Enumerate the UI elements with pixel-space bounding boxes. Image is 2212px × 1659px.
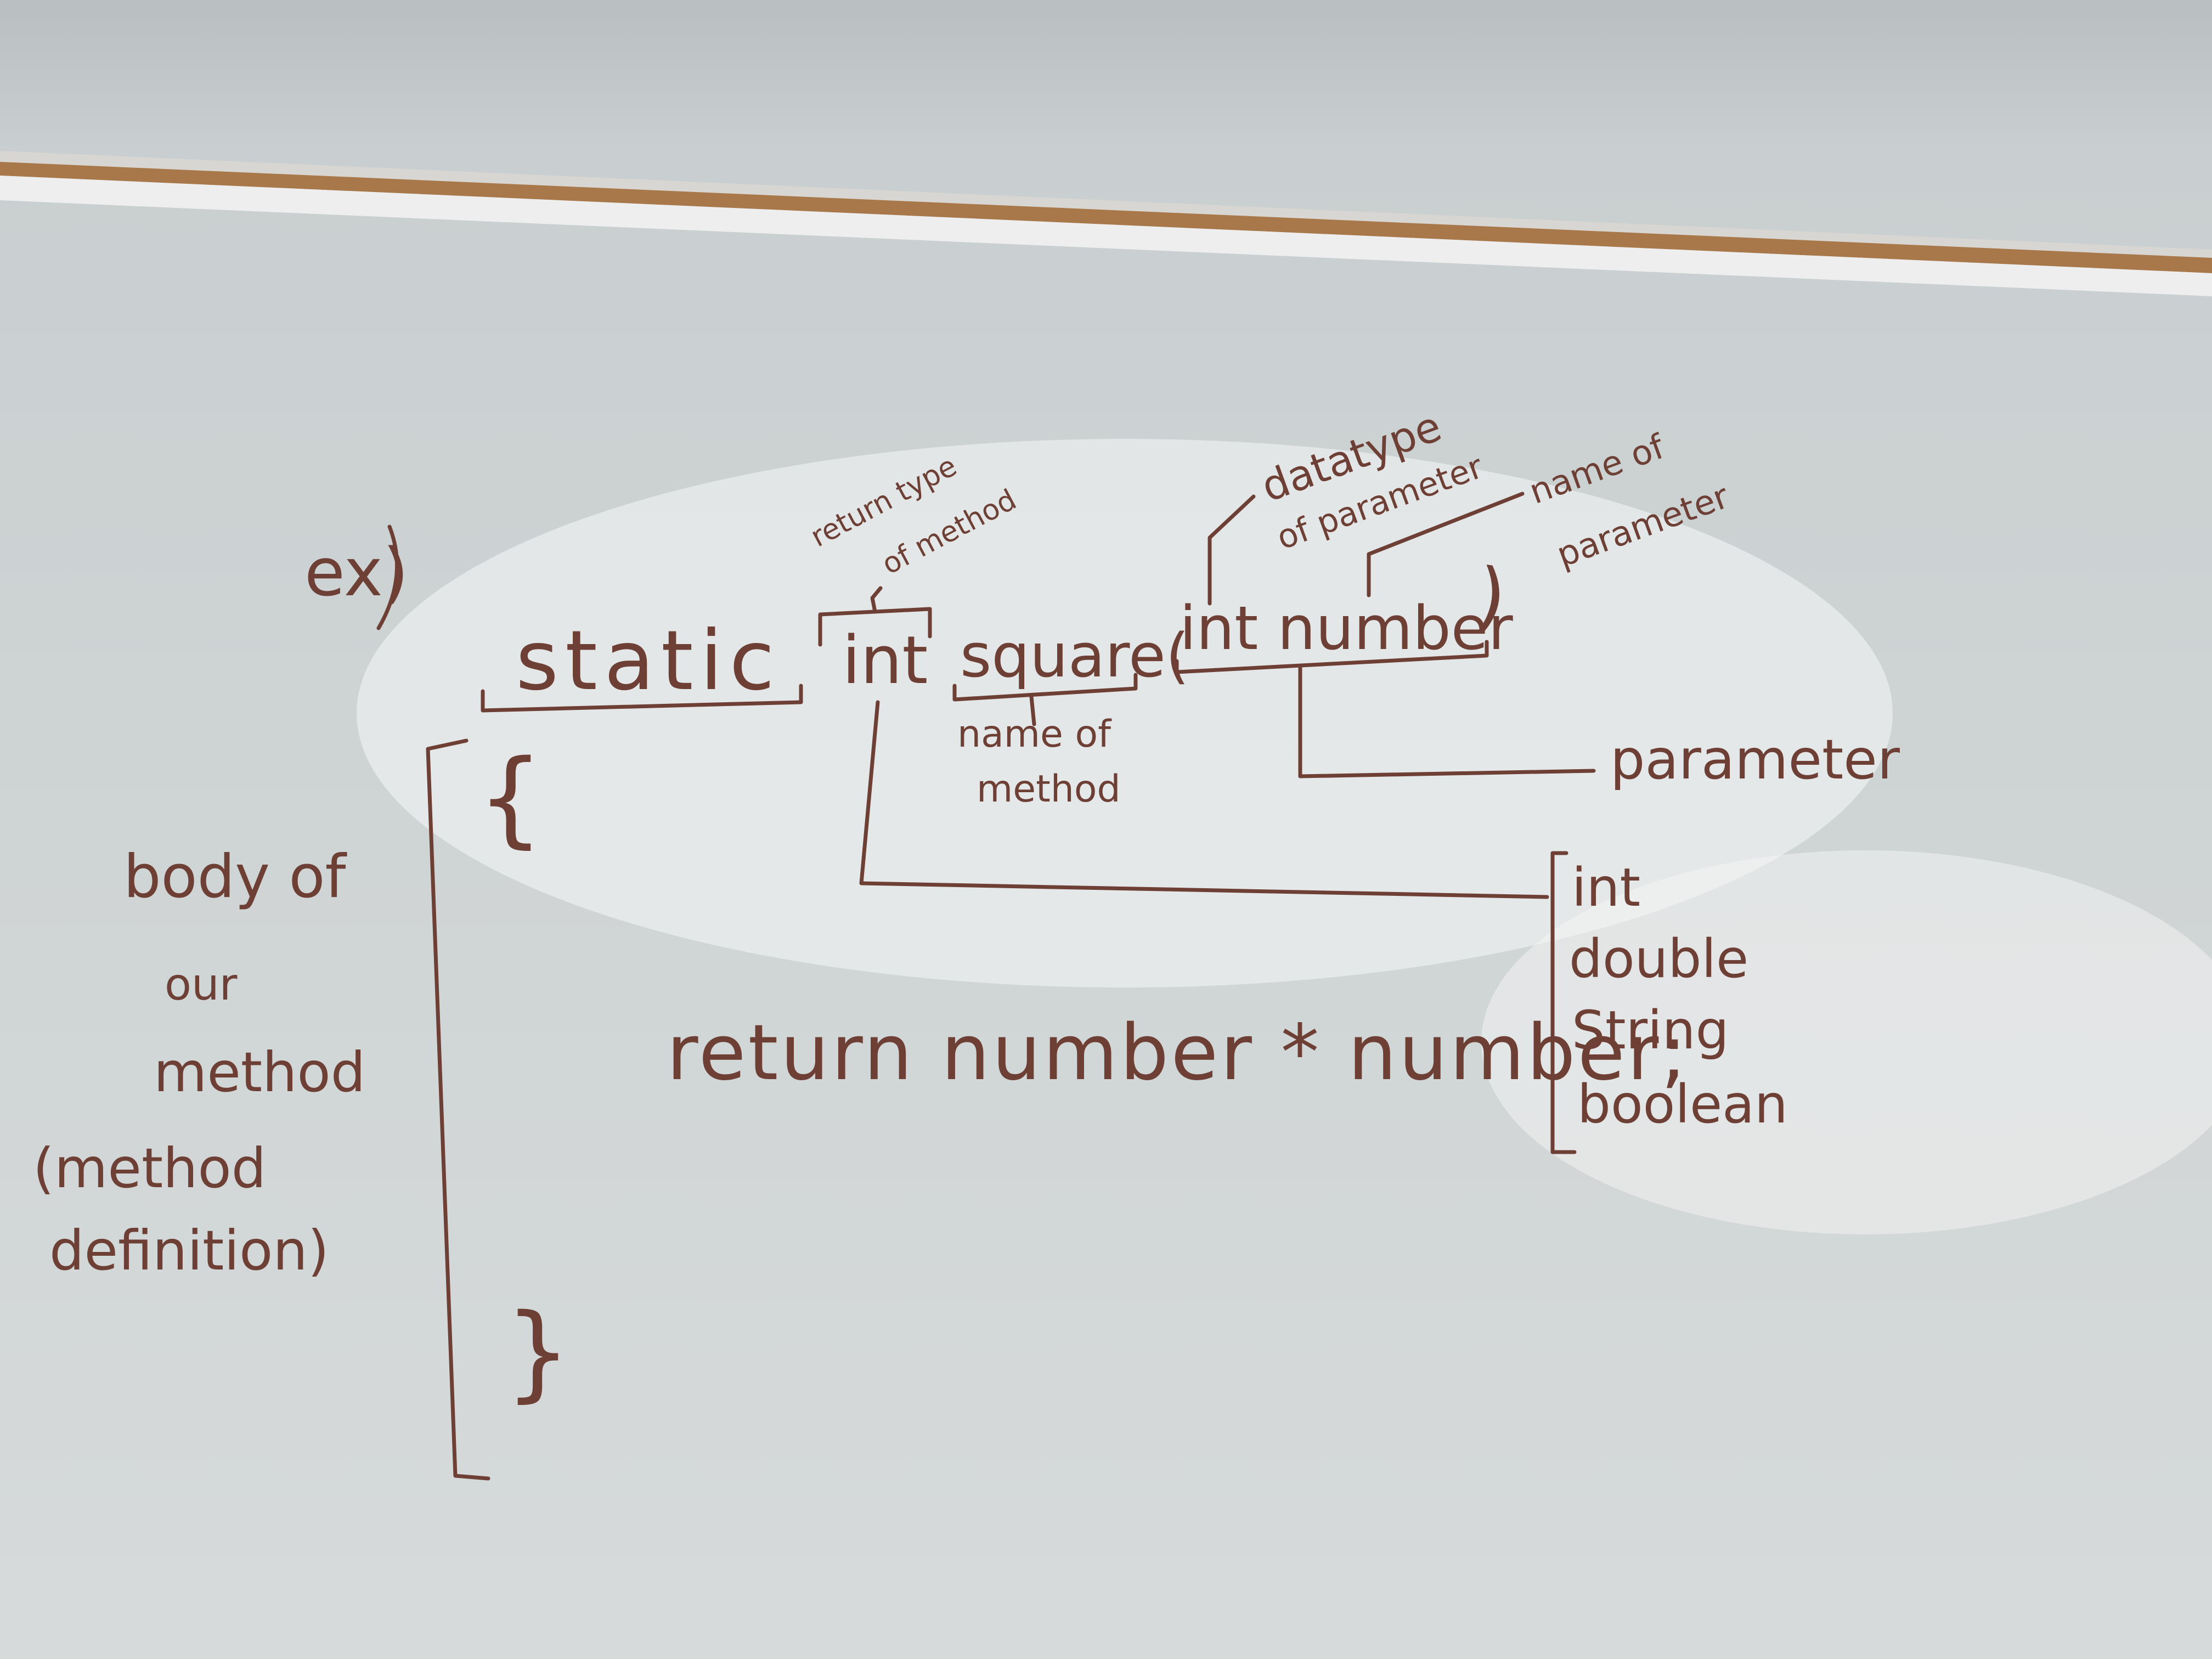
method-name: square( xyxy=(960,620,1189,691)
bracket-types xyxy=(1550,851,1577,1154)
board-ledge xyxy=(0,176,2212,296)
connector-parameter xyxy=(1298,664,1596,778)
body-label-line1: body of xyxy=(123,843,346,911)
body-label-line3: method xyxy=(154,1040,366,1104)
type-string: String xyxy=(1572,1000,1729,1061)
paren-ex xyxy=(376,524,399,630)
type-boolean: boolean xyxy=(1577,1074,1788,1135)
keyword-static: static xyxy=(516,613,781,709)
type-double: double xyxy=(1569,928,1749,990)
annotation-name-method-1: name of xyxy=(957,713,1111,756)
annotation-name-method-2: method xyxy=(977,768,1121,811)
ex-label: ex) xyxy=(304,535,409,611)
type-int: int xyxy=(1572,857,1641,918)
bracket-int-tick xyxy=(870,586,883,614)
cork-strip xyxy=(0,162,2212,273)
close-brace: } xyxy=(505,1291,571,1413)
body-label-line4: (method xyxy=(33,1136,267,1200)
underline-param xyxy=(1175,640,1489,674)
parameter-decl: int number xyxy=(1180,593,1513,663)
body-label-line2: our xyxy=(165,959,238,1010)
bracket-body xyxy=(426,738,490,1481)
connector-name-param xyxy=(1367,492,1525,597)
return-statement: return number * number; xyxy=(667,1008,1689,1098)
underline-square xyxy=(952,673,1138,702)
annotation-parameter: parameter xyxy=(1610,727,1900,792)
body-label-line5: definition) xyxy=(49,1218,329,1283)
keyword-int: int xyxy=(842,623,928,699)
connector-return-type xyxy=(859,700,1549,899)
underline-static xyxy=(481,684,803,713)
connector-datatype xyxy=(1207,494,1256,606)
underline-square-stem xyxy=(1029,695,1036,726)
open-brace: { xyxy=(477,737,544,859)
